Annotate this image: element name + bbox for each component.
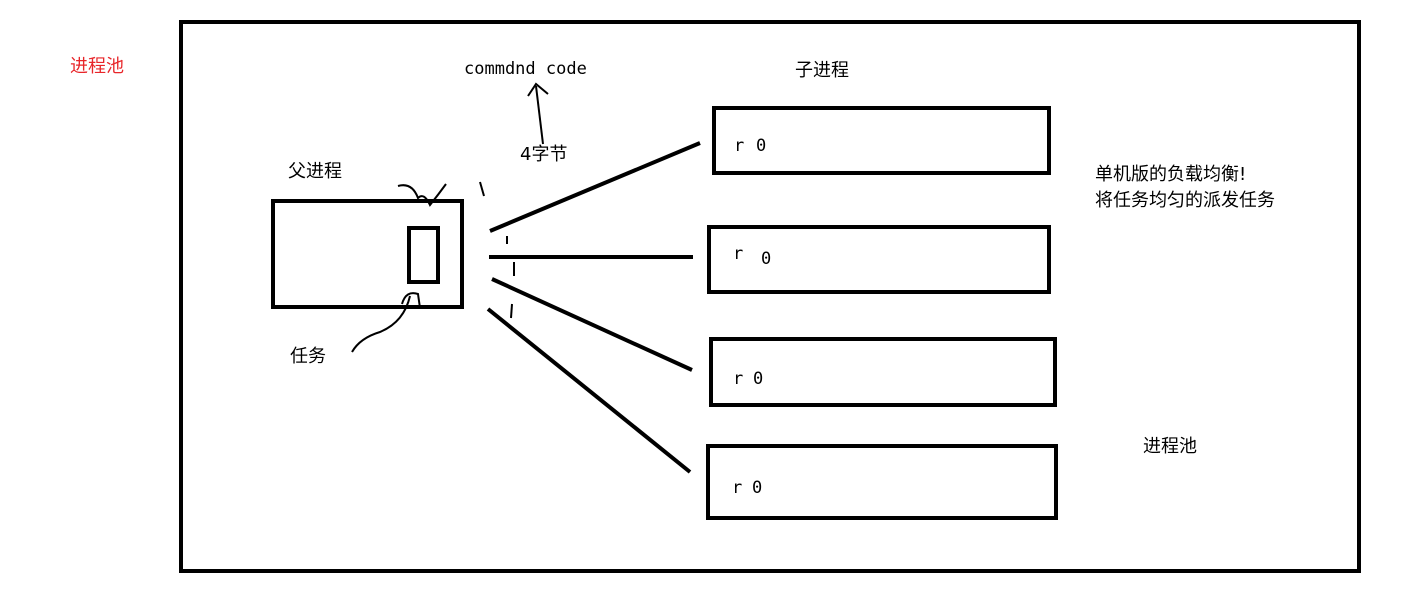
child-value: 0: [761, 249, 772, 269]
child-r-label: r: [733, 369, 744, 389]
bytes-label: 4字节: [520, 144, 568, 165]
pool-label: 进程池: [1143, 436, 1197, 457]
child-r-label: r: [733, 244, 744, 264]
child-value: 0: [753, 369, 764, 389]
outside-title: 进程池: [70, 56, 124, 77]
outer-frame: [179, 20, 1361, 573]
task-label: 任务: [290, 346, 326, 367]
note-line-2: 将任务均匀的派发任务: [1095, 190, 1275, 211]
child-process-box: r 0: [712, 106, 1051, 175]
child-r-label: r: [734, 136, 745, 156]
child-value: 0: [756, 136, 767, 156]
parent-process-label: 父进程: [288, 161, 342, 182]
children-title: 子进程: [795, 60, 849, 81]
command-code-label: commdnd code: [464, 59, 587, 79]
task-slot: [407, 226, 440, 284]
child-process-box: r 0: [707, 225, 1051, 294]
child-process-box: r 0: [706, 444, 1058, 520]
note-line-1: 单机版的负载均衡!: [1095, 164, 1247, 185]
child-process-box: r 0: [709, 337, 1057, 407]
child-value: 0: [752, 478, 763, 498]
child-r-label: r: [732, 478, 743, 498]
